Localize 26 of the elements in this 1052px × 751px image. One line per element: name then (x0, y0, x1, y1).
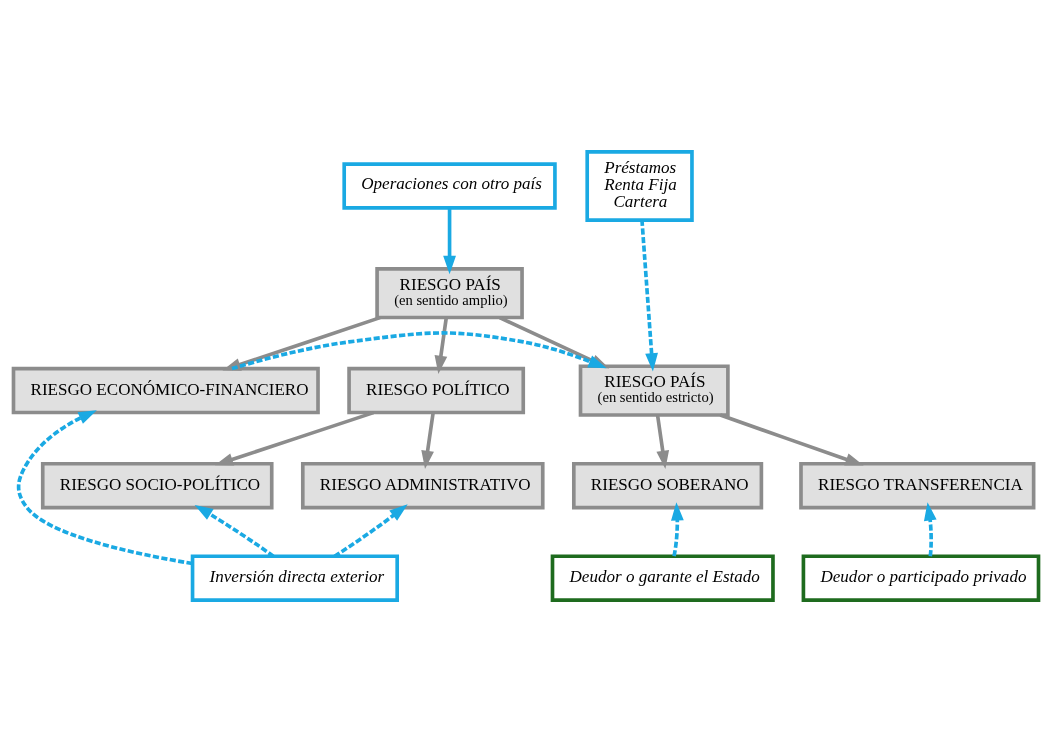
arrow (16, 409, 193, 565)
node-box: RIESGO ADMINISTRATIVO (300, 461, 545, 509)
node-box: RIESGO PAÍS (en sentido amplio) (375, 266, 524, 319)
node-box: RIESGO TRANSFERENCIA (799, 461, 1036, 509)
arrow (231, 330, 607, 370)
arrow (434, 317, 449, 374)
node-box: RIESGO SOCIO-POLÍTICO (40, 461, 274, 509)
arrow (655, 414, 670, 469)
node-box: Deudor o garante el Estado (550, 553, 775, 602)
arrow (671, 501, 684, 557)
arrow (333, 503, 408, 558)
arrow (640, 219, 658, 371)
arrow (222, 315, 381, 371)
arrow (421, 412, 435, 469)
node-box: Inversión directa exterior (190, 553, 399, 602)
arrow (719, 412, 864, 466)
arrow (443, 207, 456, 274)
node-box: RIESGO PAÍS (en sentido estricto) (578, 363, 730, 417)
node-box: Préstamos Renta Fija Cartera (585, 149, 694, 222)
node-box: Deudor o participado privado (801, 553, 1041, 602)
node-box: RIESGO POLÍTICO (347, 366, 526, 414)
node-box: RIESGO SOBERANO (572, 461, 764, 509)
arrow (194, 504, 275, 558)
node-box: RIESGO ECONÓMICO-FINANCIERO (11, 366, 320, 414)
arrow (923, 501, 937, 556)
node-box: Operaciones con otro país (342, 161, 557, 210)
